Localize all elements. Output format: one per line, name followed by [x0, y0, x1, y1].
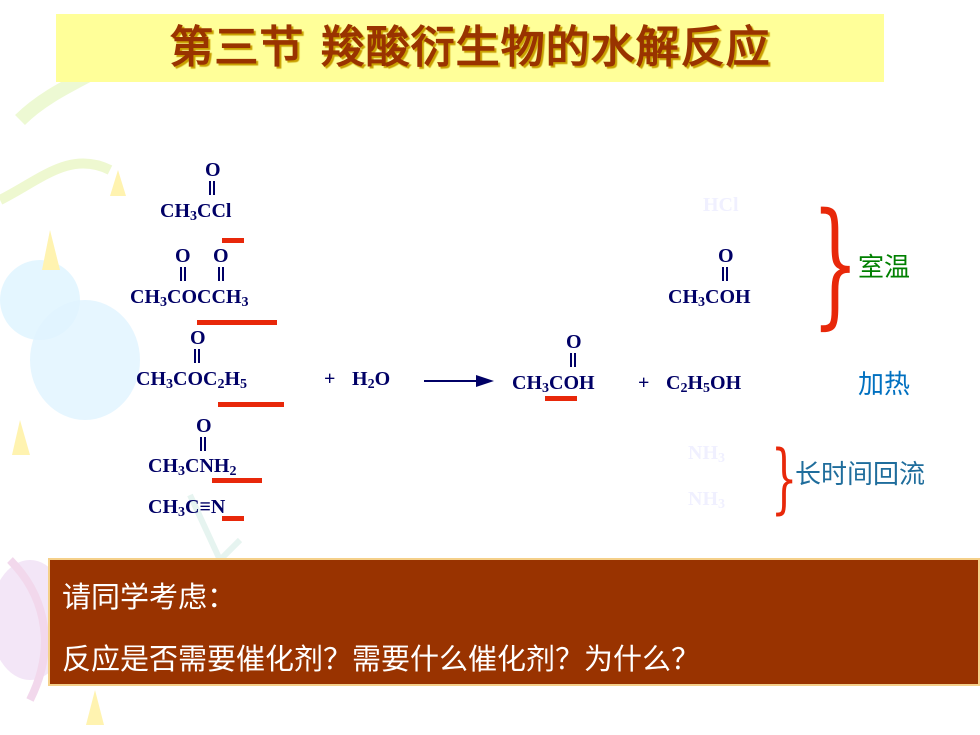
cleavage-highlight: [197, 320, 277, 325]
title-bar: 第三节 羧酸衍生物的水解反应: [56, 14, 884, 82]
room-temp-condition: 室温: [858, 253, 911, 283]
right-brace-icon: }: [811, 185, 860, 343]
anhydride-formula: CH3COCCH3: [130, 286, 249, 310]
double-bond: [722, 267, 728, 281]
heating-condition: 加热: [858, 370, 911, 400]
amide-formula: CH3CNH2: [148, 455, 237, 479]
double-bond: [209, 181, 215, 195]
double-bond: [180, 267, 186, 281]
bond-highlight: [545, 396, 577, 401]
cleavage-highlight: [212, 478, 262, 483]
carbonyl-oxygen: O: [175, 245, 191, 267]
arrow-head-icon: [476, 375, 494, 387]
double-bond: [194, 349, 200, 363]
ammonia-product: NH3: [688, 442, 725, 466]
cleavage-highlight: [218, 402, 284, 407]
question-heading: 请同学考虑：: [62, 580, 237, 614]
page-title: 第三节 羧酸衍生物的水解反应: [169, 22, 771, 73]
cleavage-highlight: [222, 238, 244, 243]
plus-sign: +: [324, 368, 336, 390]
long-reflux-condition: 长时间回流: [795, 460, 926, 490]
carbonyl-oxygen: O: [718, 245, 734, 267]
acetic-acid-formula: CH3COH: [512, 372, 595, 396]
carbonyl-oxygen: O: [190, 327, 206, 349]
carbonyl-oxygen: O: [213, 245, 229, 267]
carbonyl-oxygen: O: [196, 415, 212, 437]
water-formula: H2O: [352, 368, 391, 392]
plus-sign: +: [638, 372, 650, 394]
right-brace-icon: }: [770, 433, 798, 522]
hcl-product: HCl: [703, 194, 739, 216]
acyl-chloride-formula: CH3CCl: [160, 200, 232, 224]
acetic-acid-formula: CH3COH: [668, 286, 751, 310]
question-text: 反应是否需要催化剂？需要什么催化剂？为什么？: [62, 642, 701, 676]
double-bond: [200, 437, 206, 451]
ethanol-formula: C2H5OH: [666, 372, 742, 396]
question-box: 请同学考虑： 反应是否需要催化剂？需要什么催化剂？为什么？: [48, 558, 980, 686]
reaction-arrow: [424, 380, 480, 382]
carbonyl-oxygen: O: [566, 331, 582, 353]
ester-formula: CH3COC2H5: [136, 368, 248, 392]
ammonia-product: NH3: [688, 488, 725, 512]
carbonyl-oxygen: O: [205, 159, 221, 181]
double-bond: [570, 353, 576, 367]
cleavage-highlight: [222, 516, 244, 521]
nitrile-formula: CH3C≡N: [148, 496, 226, 520]
double-bond: [218, 267, 224, 281]
